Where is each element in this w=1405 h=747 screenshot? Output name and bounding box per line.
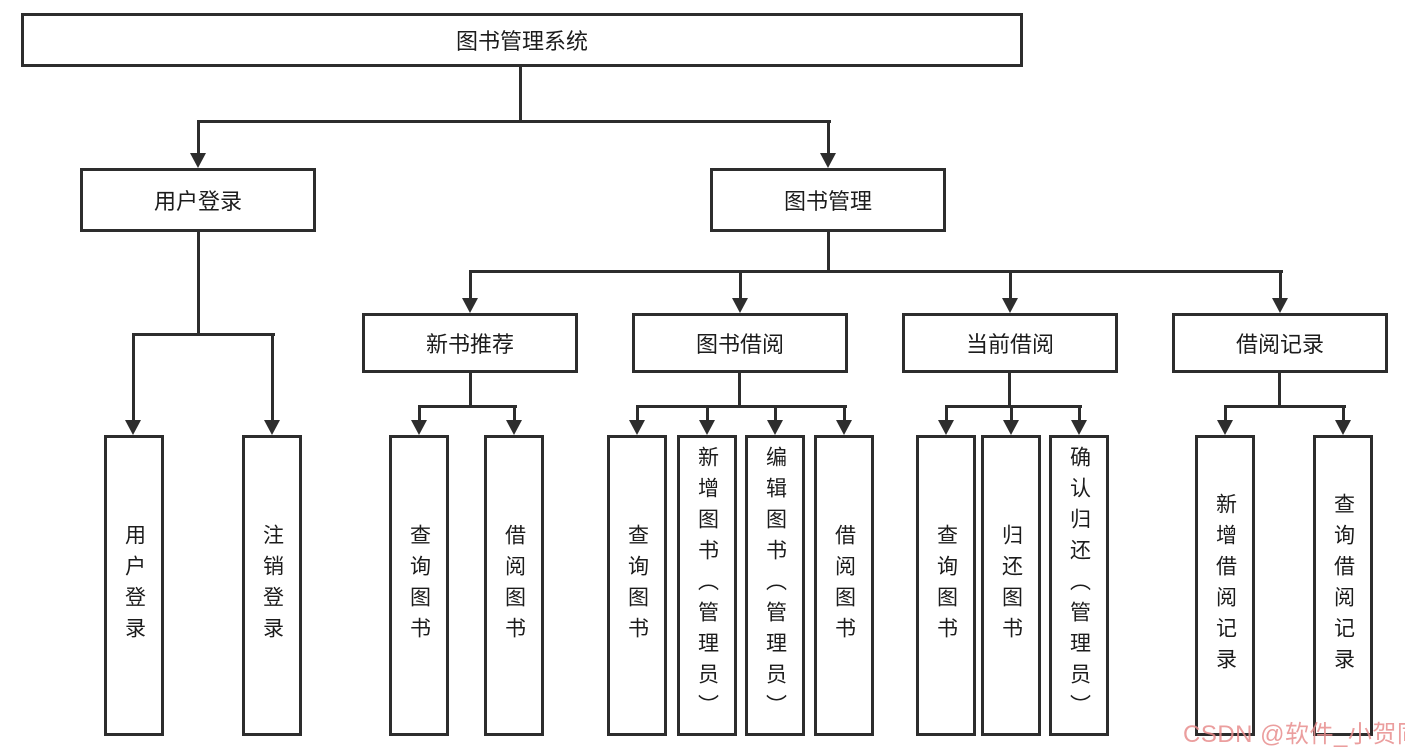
node-root-label: 图书管理系统 <box>455 29 588 54</box>
connector-branch <box>636 405 847 408</box>
leaf-user-login-label: 用户登录 <box>122 523 146 648</box>
arrowhead-down-icon <box>411 420 427 435</box>
leaf-confirm-return-admin-label: 确认归还（管理员） <box>1067 446 1091 725</box>
node-current-borrowing-label: 当前借阅 <box>965 332 1054 357</box>
connector-drop <box>843 405 846 421</box>
connector-stem <box>738 373 741 408</box>
leaf-confirm-return-admin: 确认归还（管理员） <box>1049 435 1109 736</box>
leaf-query-books-recommend-label: 查询图书 <box>407 523 431 648</box>
leaf-user-login: 用户登录 <box>104 435 164 736</box>
arrowhead-down-icon <box>1071 420 1087 435</box>
arrowhead-down-icon <box>699 420 715 435</box>
node-book-borrowing-label: 图书借阅 <box>695 332 784 357</box>
leaf-query-books-recommend: 查询图书 <box>389 435 449 736</box>
connector-drop <box>469 270 472 299</box>
connector-drop <box>706 405 709 421</box>
node-borrowing-records: 借阅记录 <box>1172 313 1388 373</box>
leaf-return-book-label: 归还图书 <box>999 523 1023 648</box>
arrowhead-down-icon <box>938 420 954 435</box>
arrowhead-down-icon <box>462 298 478 313</box>
connector-drop <box>197 120 200 154</box>
leaf-query-borrow-record: 查询借阅记录 <box>1313 435 1373 736</box>
connector-drop <box>132 333 135 421</box>
arrowhead-down-icon <box>190 153 206 168</box>
arrowhead-down-icon <box>1002 298 1018 313</box>
arrowhead-down-icon <box>264 420 280 435</box>
node-book-management-label: 图书管理 <box>783 189 872 214</box>
arrowhead-down-icon <box>1335 420 1351 435</box>
arrowhead-down-icon <box>732 298 748 313</box>
leaf-borrow-books-borrowing: 借阅图书 <box>814 435 874 736</box>
connector-stem <box>1278 373 1281 408</box>
node-new-book-recommend-label: 新书推荐 <box>425 332 514 357</box>
arrowhead-down-icon <box>506 420 522 435</box>
connector-drop <box>739 270 742 299</box>
connector-drop <box>1078 405 1081 421</box>
leaf-borrow-books-recommend: 借阅图书 <box>484 435 544 736</box>
connector-stem <box>827 232 830 273</box>
connector-drop <box>1279 270 1282 299</box>
node-borrowing-records-label: 借阅记录 <box>1235 332 1324 357</box>
arrowhead-down-icon <box>1217 420 1233 435</box>
leaf-logout: 注销登录 <box>242 435 302 736</box>
leaf-add-borrow-record-label: 新增借阅记录 <box>1213 492 1237 679</box>
connector-drop <box>774 405 777 421</box>
node-book-borrowing: 图书借阅 <box>632 313 848 373</box>
connector-drop <box>418 405 421 421</box>
arrowhead-down-icon <box>836 420 852 435</box>
node-user-login-label: 用户登录 <box>153 189 242 214</box>
leaf-borrow-books-recommend-label: 借阅图书 <box>502 523 526 648</box>
leaf-query-borrow-record-label: 查询借阅记录 <box>1331 492 1355 679</box>
connector-drop <box>271 333 274 421</box>
node-user-login: 用户登录 <box>80 168 316 232</box>
connector-stem <box>197 232 200 336</box>
connector-branch <box>132 333 275 336</box>
arrowhead-down-icon <box>767 420 783 435</box>
node-book-management: 图书管理 <box>710 168 946 232</box>
connector-branch <box>945 405 1082 408</box>
connector-branch <box>1224 405 1346 408</box>
connector-drop <box>636 405 639 421</box>
leaf-add-book-admin: 新增图书（管理员） <box>677 435 737 736</box>
leaf-edit-book-admin: 编辑图书（管理员） <box>745 435 805 736</box>
leaf-return-book: 归还图书 <box>981 435 1041 736</box>
connector-stem <box>469 373 472 408</box>
arrowhead-down-icon <box>629 420 645 435</box>
connector-branch <box>418 405 517 408</box>
leaf-query-books-current-label: 查询图书 <box>934 523 958 648</box>
connector-drop <box>1224 405 1227 421</box>
leaf-borrow-books-borrowing-label: 借阅图书 <box>832 523 856 648</box>
arrowhead-down-icon <box>1003 420 1019 435</box>
leaf-edit-book-admin-label: 编辑图书（管理员） <box>763 446 787 725</box>
leaf-logout-label: 注销登录 <box>260 523 284 648</box>
leaf-query-books-current: 查询图书 <box>916 435 976 736</box>
arrowhead-down-icon <box>820 153 836 168</box>
leaf-query-books-borrowing: 查询图书 <box>607 435 667 736</box>
node-current-borrowing: 当前借阅 <box>902 313 1118 373</box>
connector-drop <box>1009 270 1012 299</box>
csdn-watermark: CSDN @软件_小贺同学 <box>1183 721 1405 747</box>
connector-branch <box>197 120 831 123</box>
node-new-book-recommend: 新书推荐 <box>362 313 578 373</box>
connector-stem <box>519 67 522 123</box>
connector-stem <box>1008 373 1011 408</box>
leaf-add-borrow-record: 新增借阅记录 <box>1195 435 1255 736</box>
node-root: 图书管理系统 <box>21 13 1023 67</box>
leaf-add-book-admin-label: 新增图书（管理员） <box>695 446 719 725</box>
connector-drop <box>827 120 830 154</box>
arrowhead-down-icon <box>1272 298 1288 313</box>
connector-drop <box>1010 405 1013 421</box>
leaf-query-books-borrowing-label: 查询图书 <box>625 523 649 648</box>
connector-drop <box>1342 405 1345 421</box>
connector-branch <box>469 270 1283 273</box>
connector-drop <box>513 405 516 421</box>
connector-drop <box>945 405 948 421</box>
arrowhead-down-icon <box>125 420 141 435</box>
